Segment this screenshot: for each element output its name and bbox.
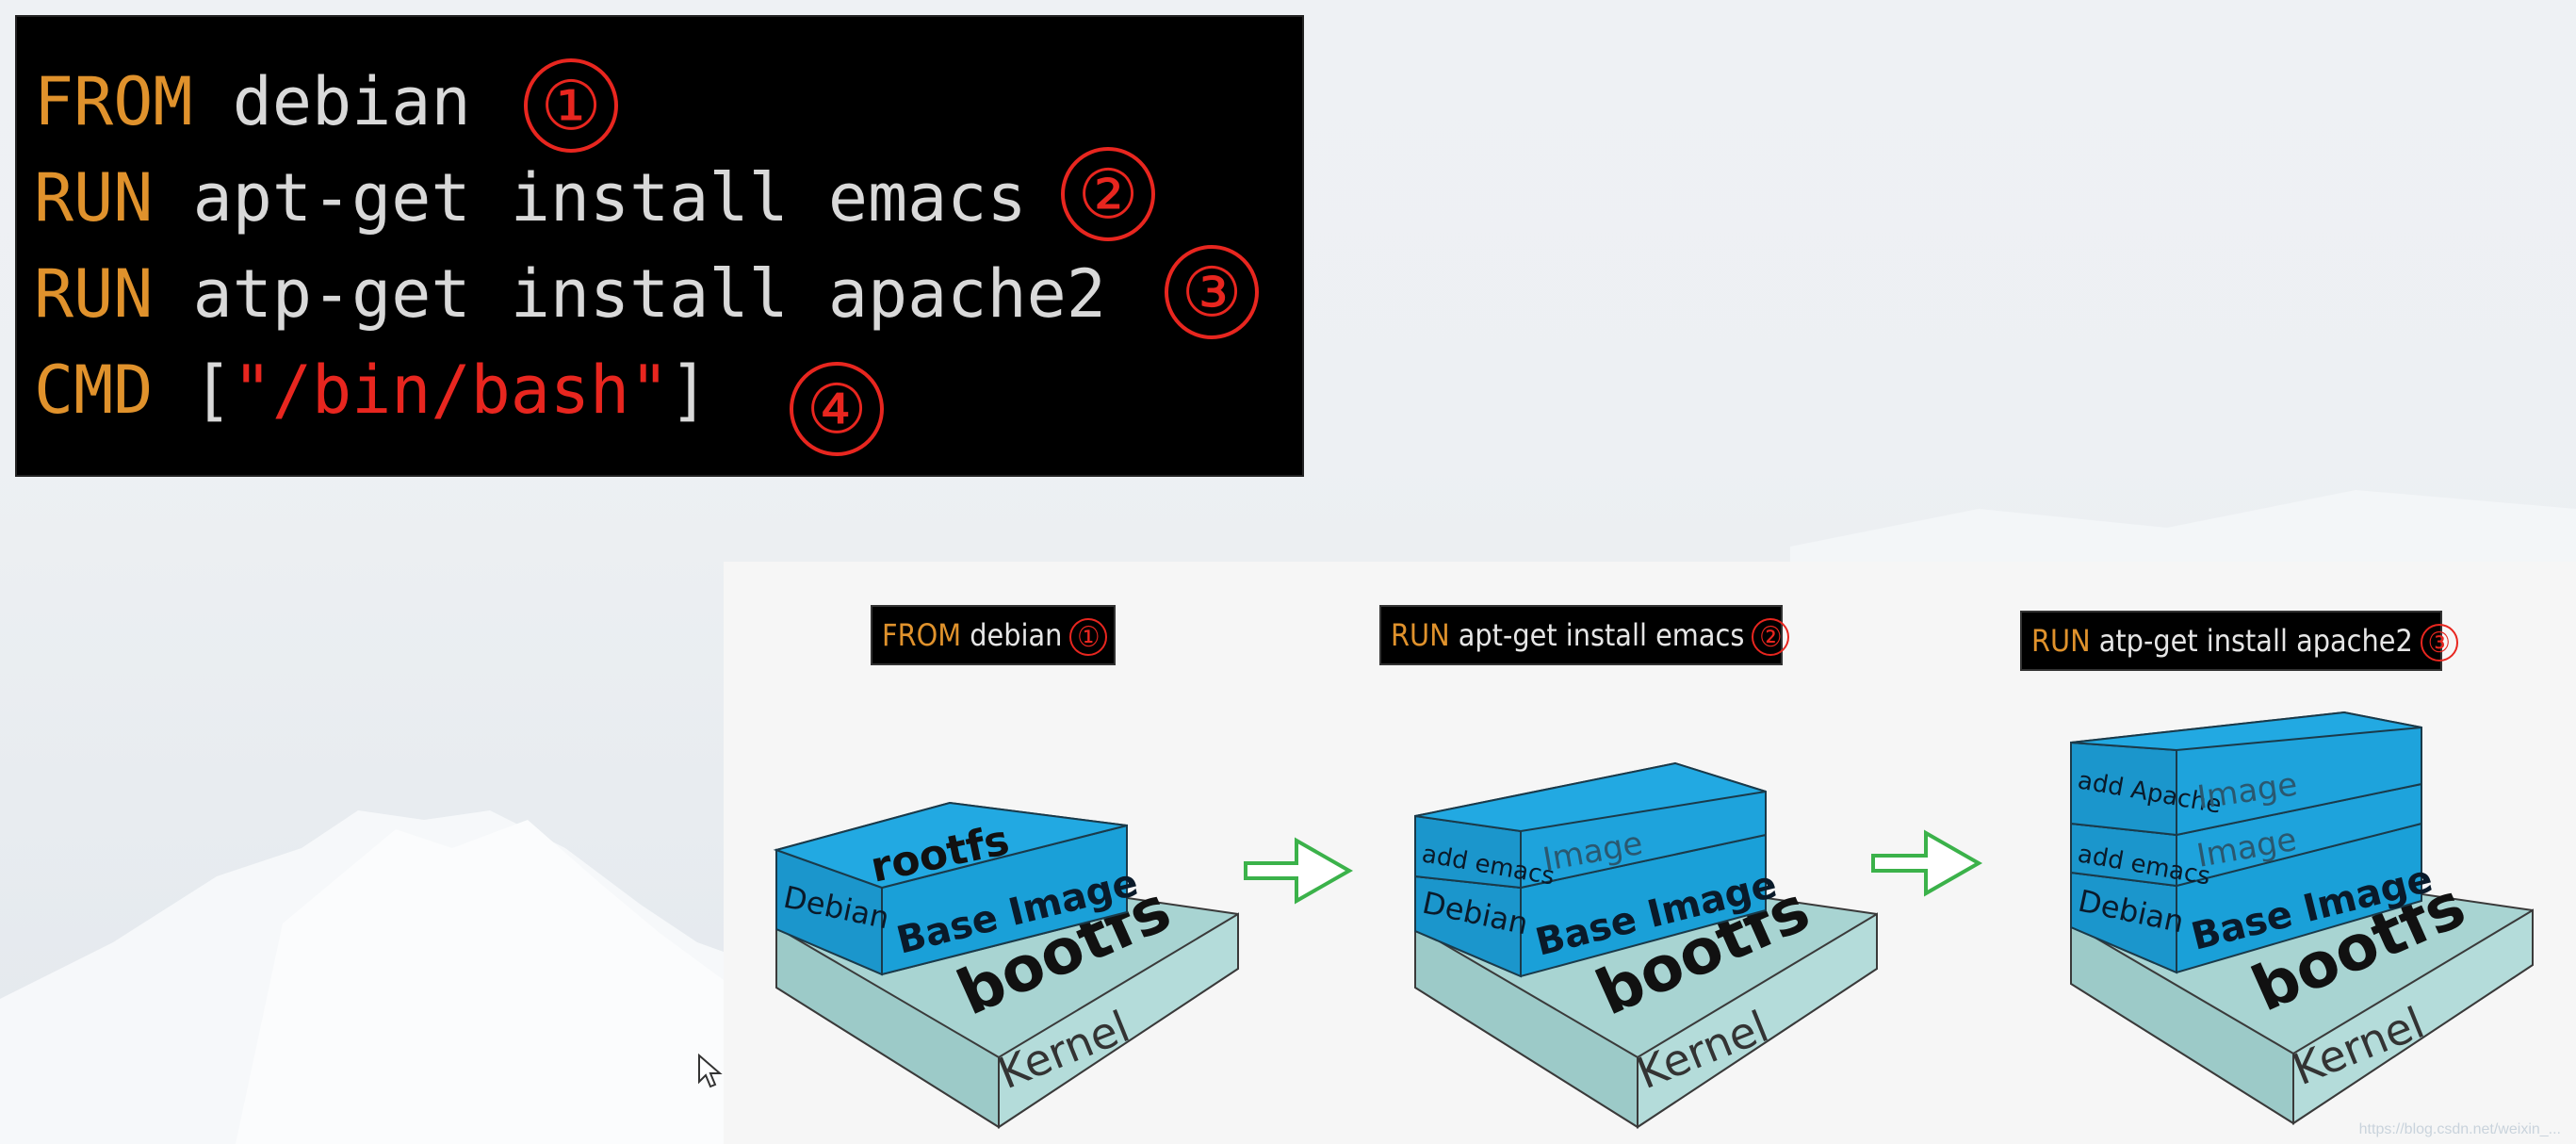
mouse-cursor-icon — [698, 1054, 723, 1088]
stack-3: Kernel bootfs Debian Base Image add emac… — [2070, 711, 2534, 1125]
code-args-close: ] — [669, 351, 709, 429]
code-string: "/bin/bash" — [232, 351, 670, 429]
dockerfile-terminal: FROM debian ① RUN apt-get install emacs … — [15, 15, 1304, 477]
code-args: apt-get install emacs — [153, 159, 1027, 237]
step-marker-4: ④ — [790, 362, 884, 456]
arrow-right-icon — [1871, 829, 1983, 897]
step-marker-1: ① — [524, 58, 618, 153]
code-line-cmd: CMD ["/bin/bash"] — [34, 352, 709, 428]
keyword: RUN — [34, 159, 154, 237]
step-marker: ③ — [2420, 624, 2458, 662]
step-marker: ① — [1069, 618, 1108, 656]
code-line-from: FROM debian — [34, 64, 471, 139]
keyword: RUN — [1391, 617, 1450, 653]
arrow-right-icon — [1244, 837, 1354, 905]
keyword: CMD — [34, 351, 154, 429]
keyword: RUN — [2031, 623, 2091, 659]
step-text: debian — [961, 617, 1063, 653]
keyword: FROM — [882, 617, 962, 653]
code-args: debian — [192, 63, 471, 140]
stack-2: Kernel bootfs Debian Base Image add emac… — [1414, 761, 1878, 1129]
code-args: atp-get install apache2 — [153, 255, 1106, 333]
layer-stacks: Kernel bootfs Debian Base Image rootfs K… — [773, 711, 2534, 1129]
code-line-run-apache: RUN atp-get install apache2 — [34, 256, 1106, 332]
step-marker-3: ③ — [1165, 245, 1259, 339]
step-marker-2: ② — [1061, 147, 1155, 241]
code-line-run-emacs: RUN apt-get install emacs — [34, 160, 1027, 236]
watermark: https://blog.csdn.net/weixin_... — [2358, 1121, 2561, 1137]
keyword: FROM — [34, 63, 193, 140]
code-args-open: [ — [153, 351, 233, 429]
stack-1: Kernel bootfs Debian Base Image rootfs — [773, 801, 1239, 1129]
step-marker: ② — [1752, 618, 1790, 656]
step-text: atp-get install apache2 — [2090, 623, 2413, 659]
step-text: apt-get install emacs — [1449, 617, 1745, 653]
keyword: RUN — [34, 255, 154, 333]
